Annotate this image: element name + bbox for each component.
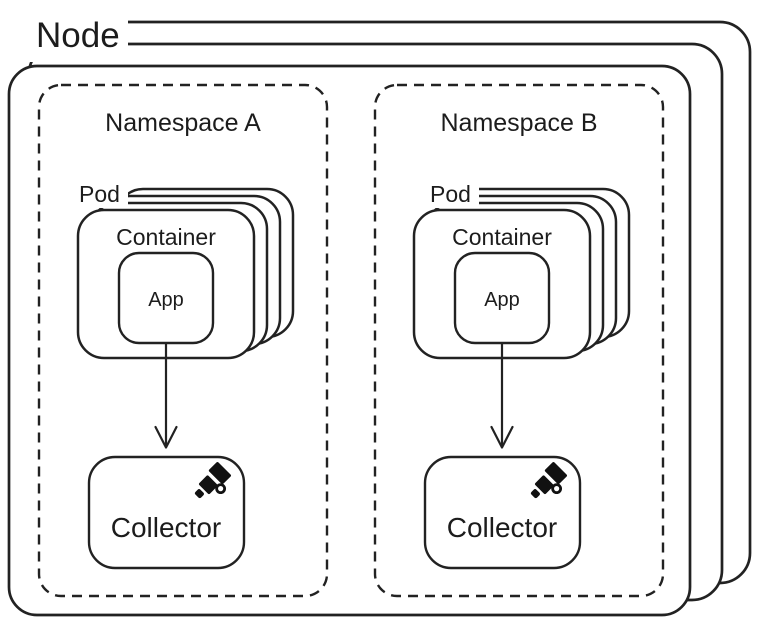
collector-b: Collector bbox=[423, 455, 582, 570]
container-label-a: Container bbox=[116, 224, 216, 250]
namespace-b: Namespace B Pod Container App Collector bbox=[373, 83, 665, 598]
pod-label-bg bbox=[74, 178, 128, 208]
node-label-bg bbox=[24, 5, 128, 62]
app-to-collector-arrow-b bbox=[490, 342, 514, 449]
pod-label-b: Pod bbox=[430, 181, 471, 207]
namespace-b-box bbox=[373, 83, 665, 598]
namespace-a-label: Namespace A bbox=[105, 109, 261, 137]
namespace-b-label: Namespace B bbox=[440, 109, 597, 137]
node-label: Node bbox=[36, 16, 120, 55]
app-to-collector-arrow-a bbox=[154, 342, 178, 449]
arrow-head bbox=[490, 425, 514, 449]
collector-label-b: Collector bbox=[447, 512, 557, 543]
pod-label-bg bbox=[425, 178, 479, 208]
namespace-a: Namespace A Pod Container App Collector bbox=[37, 83, 329, 598]
collector-label-a: Collector bbox=[111, 512, 221, 543]
pod-stack-a: Pod Container App bbox=[74, 178, 295, 360]
pod-stack-b: Pod Container App bbox=[412, 178, 631, 360]
app-label-a: App bbox=[148, 289, 184, 311]
collector-a: Collector bbox=[87, 455, 246, 570]
namespace-a-box bbox=[37, 83, 329, 598]
container-label-b: Container bbox=[452, 224, 552, 250]
telescope-icon bbox=[530, 462, 567, 499]
telescope-icon bbox=[194, 462, 231, 499]
pod-label-a: Pod bbox=[79, 181, 120, 207]
app-label-b: App bbox=[484, 289, 520, 311]
arrow-head bbox=[154, 425, 178, 449]
